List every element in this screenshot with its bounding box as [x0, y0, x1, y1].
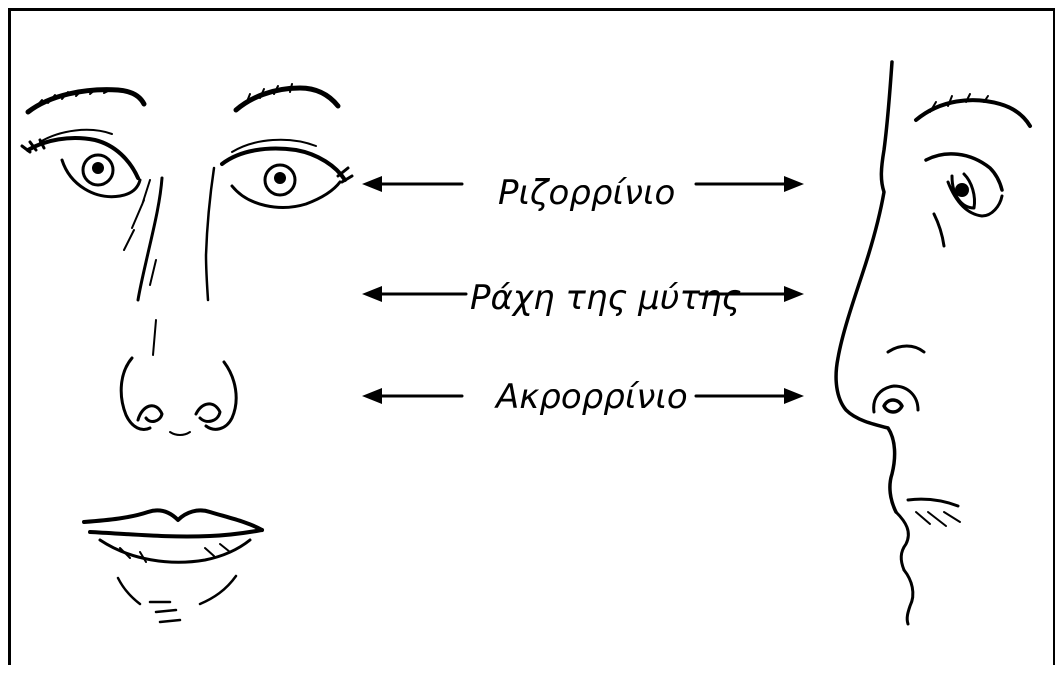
front-left-nostril [138, 406, 162, 422]
front-right-pupil [274, 172, 286, 184]
profile-nostril [884, 400, 902, 412]
profile-lower-lip [896, 512, 908, 570]
front-left-pupil [92, 162, 104, 174]
front-nose-right-ala [206, 362, 236, 429]
front-right-lashes [338, 168, 352, 182]
label-nasal-root: Ριζορρίνιο [498, 176, 675, 210]
profile-outline [836, 62, 896, 512]
front-chin-marks [150, 602, 180, 622]
arrow-tip-right-head [784, 388, 804, 404]
label-nasal-dorsum: Ράχη της μύτης [470, 281, 741, 315]
arrow-dorsum-right-head [784, 286, 804, 302]
profile-mouth-line [908, 499, 958, 506]
front-upper-lip [84, 510, 262, 530]
front-right-eyebrow [236, 88, 338, 110]
profile-eyebrow [916, 100, 1030, 126]
profile-lip-hatch [916, 512, 960, 526]
profile-face [836, 62, 1030, 624]
profile-pupil [955, 183, 969, 197]
front-columella [170, 432, 190, 435]
arrow-tip-left-head [362, 388, 382, 404]
arrow-root-right-head [784, 176, 804, 192]
front-chin-left [118, 578, 140, 604]
front-nose-right-line [206, 168, 214, 300]
profile-chin [904, 570, 913, 624]
front-nose-left-dash [153, 320, 156, 355]
profile-ala-crease [888, 346, 924, 352]
front-lip-line [90, 530, 262, 537]
front-face [22, 84, 352, 622]
front-right-nostril [196, 404, 220, 421]
label-nasal-tip: Ακρορρίνιο [496, 380, 688, 414]
front-chin-right [200, 576, 236, 604]
front-left-eyebrow [28, 90, 144, 112]
arrow-dorsum-left-head [362, 286, 382, 302]
profile-lashes [934, 214, 944, 246]
arrow-root-left-head [362, 176, 382, 192]
